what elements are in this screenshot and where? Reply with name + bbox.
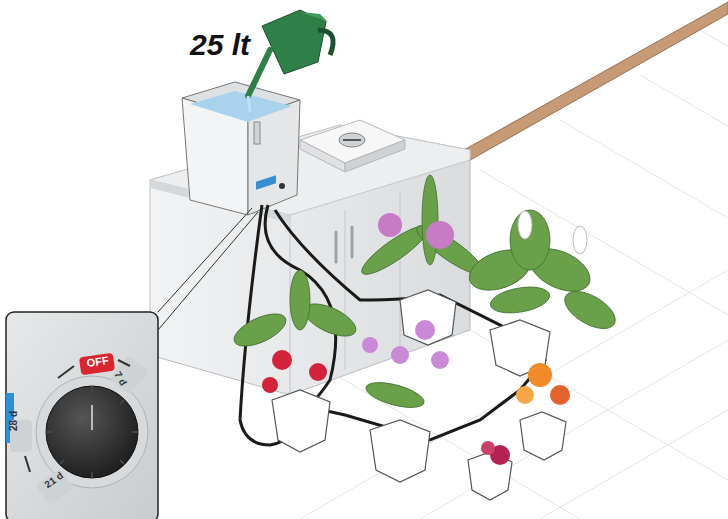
dial-setting-label: 28 d [9,411,19,431]
volume-label: 25 lt [190,30,250,60]
